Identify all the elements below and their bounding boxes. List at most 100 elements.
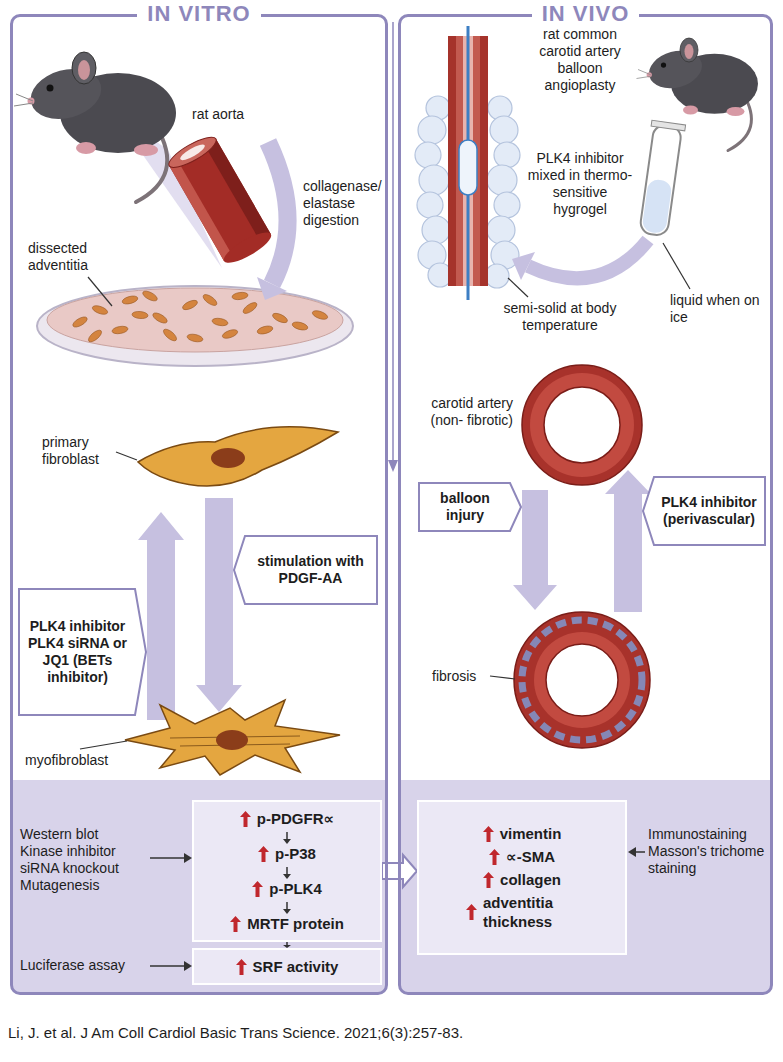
tissue-piece: [271, 311, 288, 324]
panel-title: IN VITRO: [137, 1, 260, 27]
treatment-box: PLK4 inhibitor (perivascular): [642, 476, 766, 546]
annotation-label: liquid when on ice: [670, 292, 765, 326]
artery-section: [514, 612, 650, 748]
divider-line: [392, 22, 394, 462]
leader-arrowhead: [184, 853, 192, 863]
treatment-arrow: [605, 470, 651, 612]
tissue-piece: [141, 289, 158, 303]
increase-arrow-icon: [483, 872, 494, 888]
results-band: [401, 780, 770, 992]
tissue-piece: [112, 325, 129, 335]
fibroblast-cell: [138, 427, 338, 486]
list-row: adventitia thickness: [466, 893, 578, 931]
figure-caption: Li, J. et al. J Am Coll Cardiol Basic Tr…: [8, 1024, 463, 1042]
list-row: vimentin: [483, 824, 562, 843]
pathway-box: p-PDGFR∝ p-P38 p-PLK4MRTF protein: [192, 800, 382, 942]
list-row: collagen: [483, 870, 561, 889]
list-row: p-P38: [258, 832, 316, 863]
gel-blob: [490, 116, 518, 144]
divider-arrowhead: [388, 460, 398, 472]
box-outline-shape: [419, 483, 521, 531]
increase-arrow-shape: [466, 904, 477, 920]
list-line: p-P38: [258, 844, 316, 863]
step-arrow-icon: [282, 867, 292, 879]
gel-blob: [419, 165, 449, 195]
outcome-box: vimentin ∝-SMA collagen adventitia thicknes…: [417, 800, 627, 955]
stimulation-box: stimulation with PDGF-AA: [233, 535, 378, 605]
step-arrow-icon: [282, 902, 292, 914]
list-row: MRTF protein: [230, 902, 344, 933]
increase-arrow-shape: [252, 881, 263, 897]
step-arrow-head: [283, 909, 291, 914]
box-text: stimulation with PDGF-AA: [233, 548, 378, 592]
rat-figure: [14, 52, 176, 202]
annotation-label: rat aorta: [192, 106, 272, 123]
list-line: MRTF protein: [230, 914, 344, 933]
tissue-piece: [91, 304, 108, 316]
dish-medium: [47, 288, 343, 352]
tissue-pieces: [71, 289, 328, 344]
artery-media: [534, 632, 630, 728]
aorta-shadow: [205, 139, 271, 241]
step-arrow-shaft: [286, 832, 288, 840]
tissue-piece: [311, 309, 328, 321]
list-line: ∝-SMA: [489, 847, 555, 866]
increase-arrow-icon: [489, 849, 500, 865]
tube-glass: [639, 124, 682, 237]
gel-blob: [485, 264, 509, 288]
gel-blob: [487, 165, 517, 195]
list-line: adventitia thickness: [466, 893, 578, 931]
list-text: MRTF protein: [247, 914, 344, 933]
petri-dish: [37, 286, 353, 366]
step-arrow-icon: [282, 832, 292, 844]
leader-line: [80, 741, 127, 749]
artery-lumen: [544, 387, 620, 463]
increase-arrow-shape: [240, 811, 251, 827]
aorta-end: [220, 227, 275, 268]
fibrosis-layer: [522, 620, 642, 740]
leader-arrowhead: [628, 847, 636, 857]
tissue-piece: [186, 333, 203, 343]
readout-box: SRF activity: [192, 948, 382, 985]
step-arrow-shaft: [286, 902, 288, 910]
list-text: p-PLK4: [269, 879, 322, 898]
leader-arrow: [150, 965, 184, 967]
leader-line: [490, 676, 515, 679]
gel-blob: [415, 142, 441, 168]
list-row: p-PLK4: [252, 867, 322, 898]
annotation-label: collagenase/ elastase digestion: [303, 178, 385, 229]
tissue-piece: [181, 298, 198, 311]
gel-blob: [494, 192, 520, 218]
tissue-piece: [241, 301, 258, 316]
leader-arrowhead: [184, 961, 192, 971]
leader-line: [116, 452, 137, 460]
list-text: p-P38: [275, 844, 316, 863]
test-tube: [636, 120, 685, 237]
application-arrow: [528, 240, 648, 278]
artery-lumen: [546, 644, 618, 716]
aorta-figure: [165, 132, 275, 268]
tissue-piece: [212, 317, 229, 327]
increase-arrow-shape: [236, 959, 247, 975]
annotation-label: Western blot Kinase inhibitor siRNA knoc…: [20, 826, 145, 894]
step-arrow-head: [283, 839, 291, 844]
annotation-label: rat common carotid artery balloon angiop…: [525, 26, 635, 94]
digestion-arrowhead: [257, 277, 287, 300]
increase-arrow-icon: [466, 904, 477, 920]
list-text: collagen: [500, 870, 561, 889]
tissue-piece: [232, 291, 249, 300]
leader-line: [508, 278, 528, 297]
list-row: p-PDGFR∝: [240, 809, 334, 828]
list-line: SRF activity: [236, 957, 339, 976]
list-row: ∝-SMA: [489, 847, 555, 866]
tissue-piece: [162, 327, 179, 343]
increase-arrow-shape: [489, 849, 500, 865]
cell-nucleus: [216, 730, 248, 750]
increase-arrow-shape: [483, 872, 494, 888]
increase-arrow-icon: [258, 846, 269, 862]
artery-media: [530, 373, 634, 477]
results-band: [13, 780, 385, 992]
increase-arrow-shape: [483, 826, 494, 842]
annotation-label: primary fibroblast: [42, 434, 122, 468]
leader-line: [663, 243, 690, 289]
